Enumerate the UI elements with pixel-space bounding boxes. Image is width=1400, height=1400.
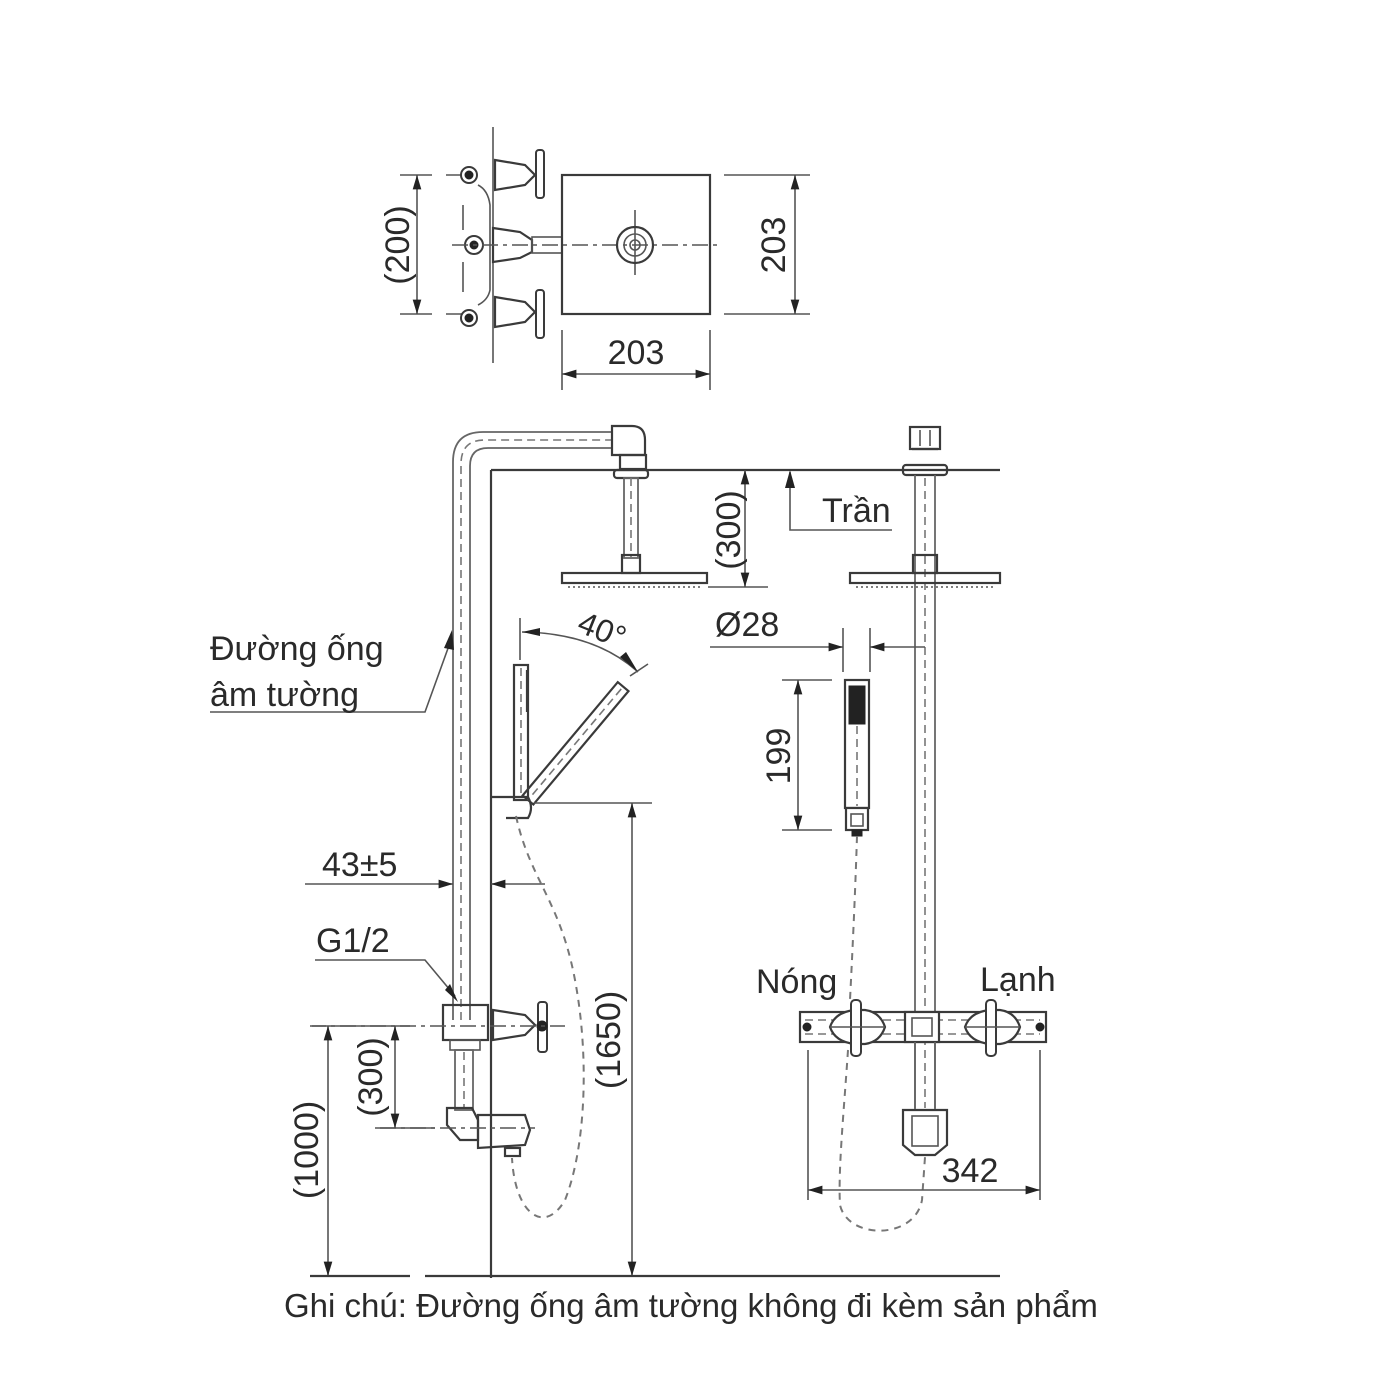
dim-total-height: (1650) [590, 991, 628, 1089]
thread-label: G1/2 [316, 922, 390, 960]
hand-shower-length: 199 [760, 728, 798, 785]
pipe-label-leader [210, 639, 452, 713]
ceiling-label: Trần [822, 492, 891, 530]
top-dim-left: (200) [379, 205, 417, 284]
spout-front [901, 1108, 949, 1157]
hot-valve-handle [828, 999, 887, 1057]
hand-shower-diameter: Ø28 [715, 606, 779, 644]
thread-leader [315, 959, 456, 997]
cold-valve-handle [963, 999, 1022, 1057]
cold-label: Lạnh [980, 961, 1056, 999]
dim-mixer-to-spout: (300) [352, 1037, 390, 1116]
angle-label: 40° [573, 604, 631, 656]
pipe-label-line2: âm tường [210, 676, 359, 714]
hot-label: Nóng [756, 963, 837, 1001]
dim-mixer-height: (1000) [288, 1101, 326, 1199]
rain-shower-head-top [560, 173, 712, 316]
top-view [400, 127, 810, 390]
mixer-width: 342 [942, 1152, 999, 1190]
note-text: Ghi chú: Đường ống âm tường không đi kèm… [284, 1287, 1098, 1324]
rain-shower-head-front [848, 571, 1002, 585]
top-dim-right: 203 [755, 217, 793, 274]
front-view [710, 425, 1048, 1232]
mixer-body [441, 1003, 490, 1042]
pipe-label-line1: Đường ống [210, 630, 384, 668]
rain-shower-head-side [560, 571, 709, 585]
side-view [210, 424, 1000, 1278]
top-dim-bottom: 203 [608, 334, 665, 372]
ceiling-leader [789, 472, 892, 531]
hose-front [838, 835, 926, 1232]
wall-offset-label: 43±5 [322, 846, 397, 884]
hand-shower-holder [512, 663, 530, 802]
dim-ceiling-drop: (300) [710, 490, 748, 569]
hose-side [511, 815, 585, 1219]
